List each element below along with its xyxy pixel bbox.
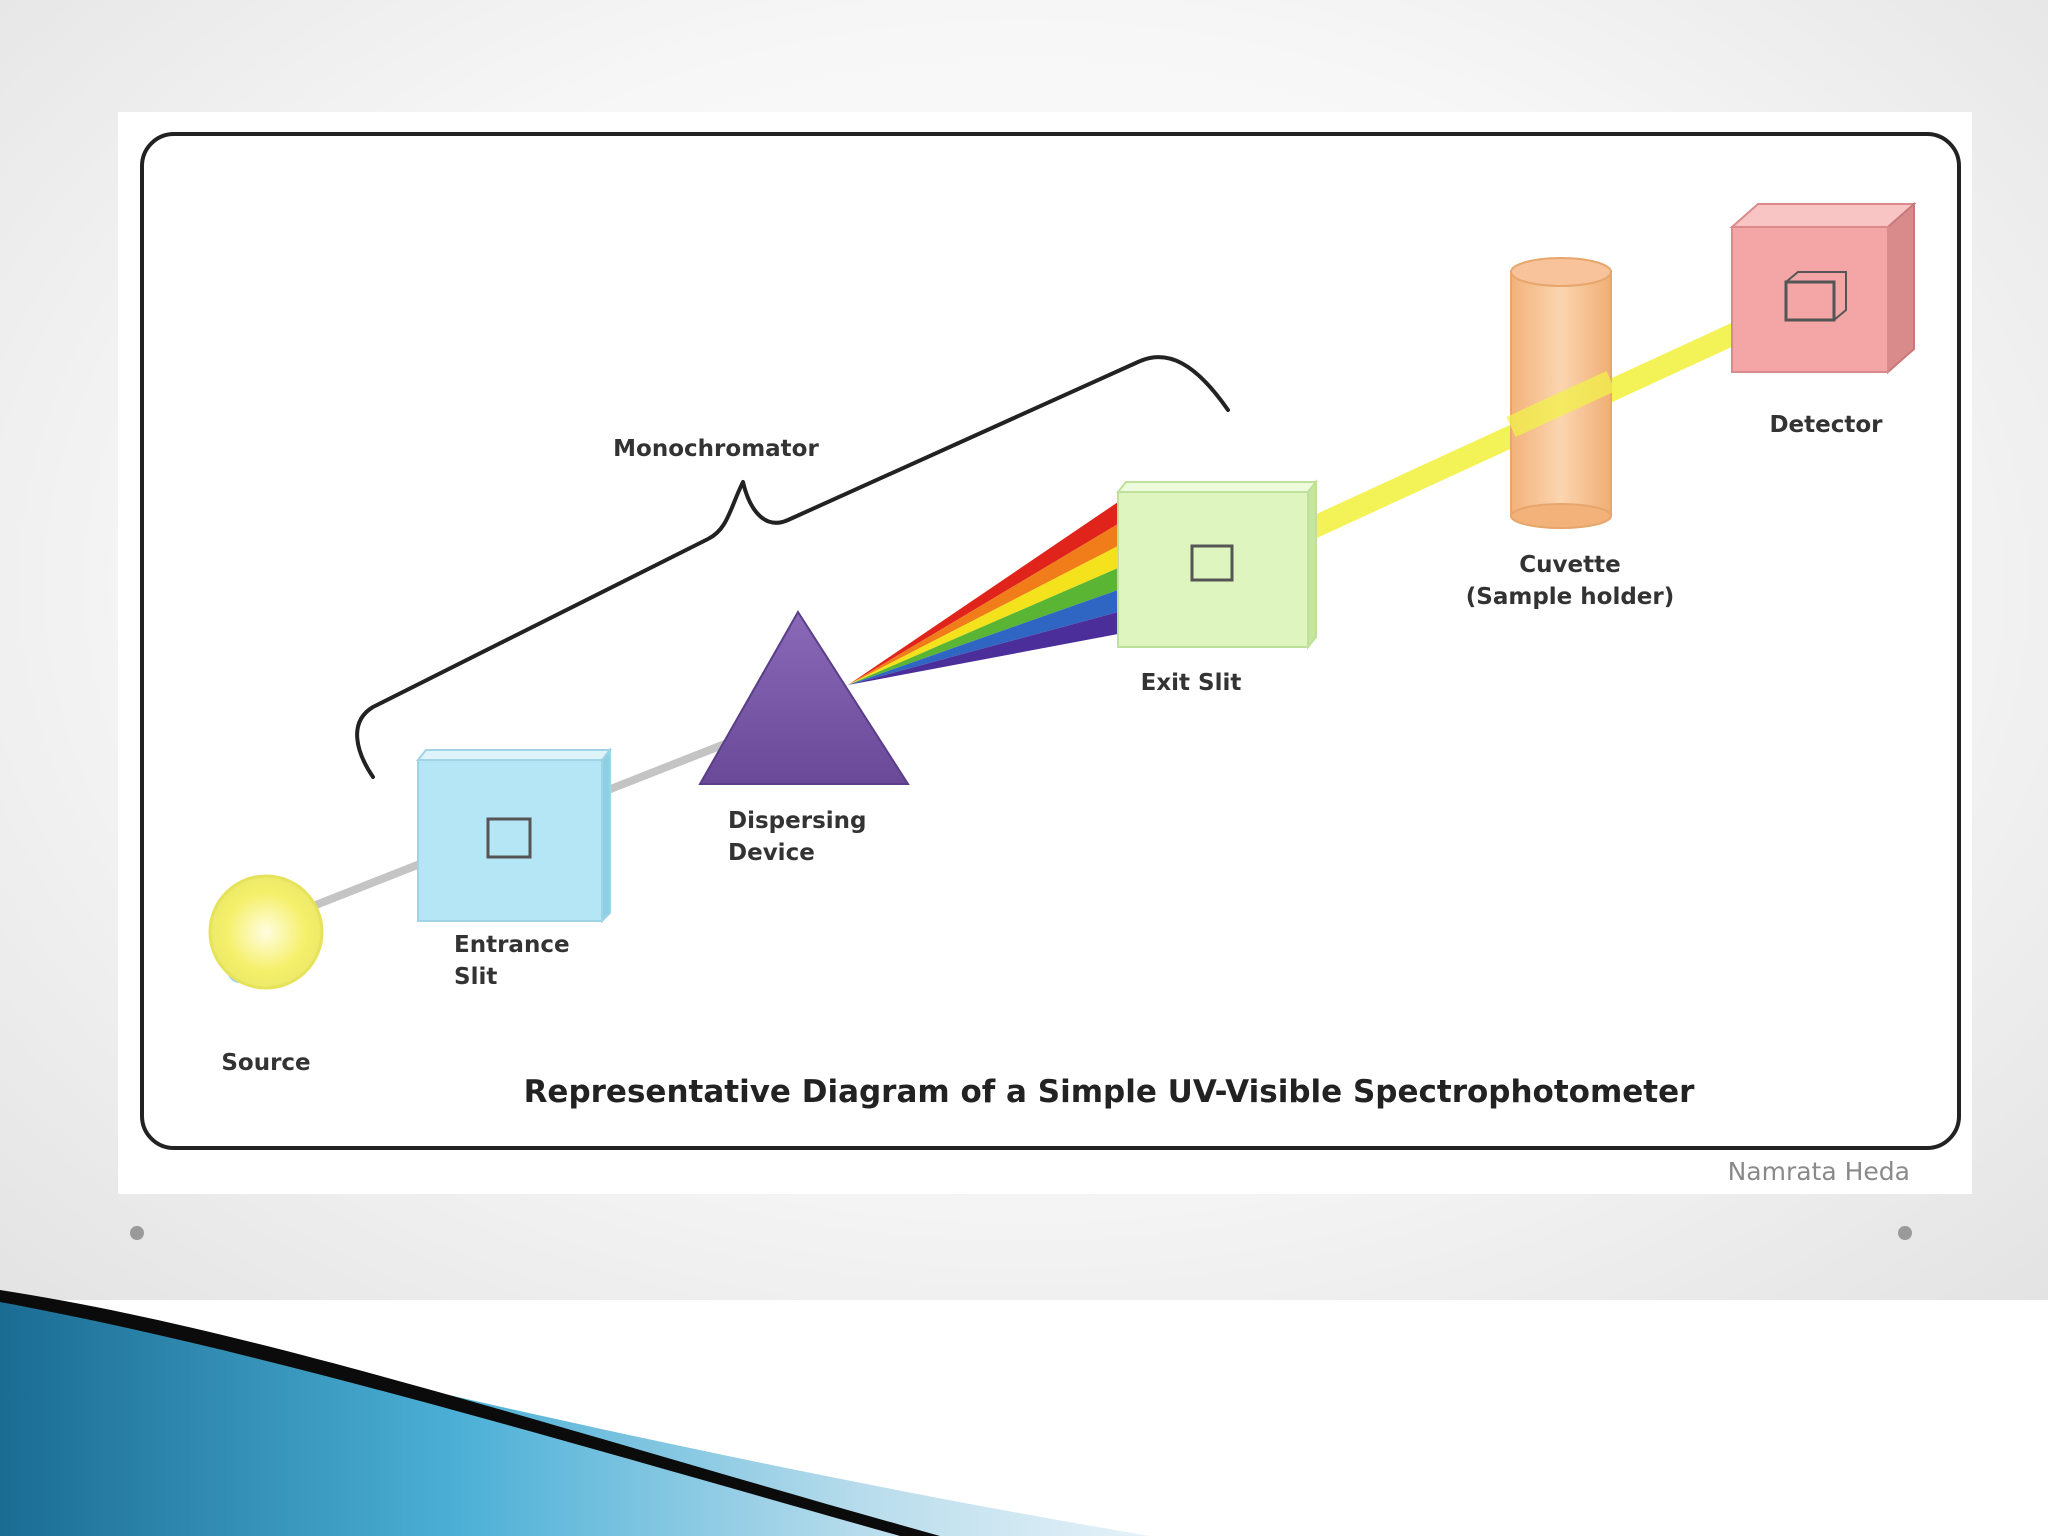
- exit-slit-label: Exit Slit: [1141, 670, 1242, 696]
- entrance-slit-icon: [415, 747, 613, 924]
- author-credit: Namrata Heda: [1728, 1157, 1910, 1186]
- swoosh-gradient: [0, 1290, 1150, 1536]
- dispersing-device-label-line1: Dispersing: [728, 808, 866, 834]
- diagram-title: Representative Diagram of a Simple UV-Vi…: [524, 1074, 1696, 1110]
- cuvette-label: Cuvette: [1519, 552, 1620, 578]
- diagram-panel: Monochromator Exit Slit Cuvette (Sample …: [118, 112, 1972, 1194]
- bullet-dot-right: [1898, 1226, 1912, 1240]
- bottom-swoosh-decoration: [0, 1290, 1150, 1536]
- monochromator-label: Monochromator: [613, 436, 819, 462]
- yellow-beam-through-cuvette: [1506, 371, 1616, 437]
- swoosh-dark-stripe: [0, 1290, 940, 1536]
- exit-slit-icon: [1115, 479, 1319, 650]
- detector-icon: [1729, 201, 1917, 375]
- spectrophotometer-diagram: Monochromator Exit Slit Cuvette (Sample …: [140, 132, 1961, 1186]
- prism-icon: [698, 610, 910, 785]
- light-source-icon: [208, 874, 324, 990]
- diagram-frame: [140, 132, 1961, 1150]
- entrance-slit-label-line2: Slit: [454, 964, 497, 990]
- source-label: Source: [221, 1050, 310, 1076]
- entrance-slit-label-line1: Entrance: [454, 932, 570, 958]
- spectrum-fan: [848, 502, 1118, 685]
- cuvette-sublabel: (Sample holder): [1466, 584, 1675, 610]
- detector-label: Detector: [1769, 412, 1883, 438]
- monochromator-brace: [355, 355, 1230, 779]
- dispersing-device-label-line2: Device: [728, 840, 815, 866]
- bullet-dot-left: [130, 1226, 144, 1240]
